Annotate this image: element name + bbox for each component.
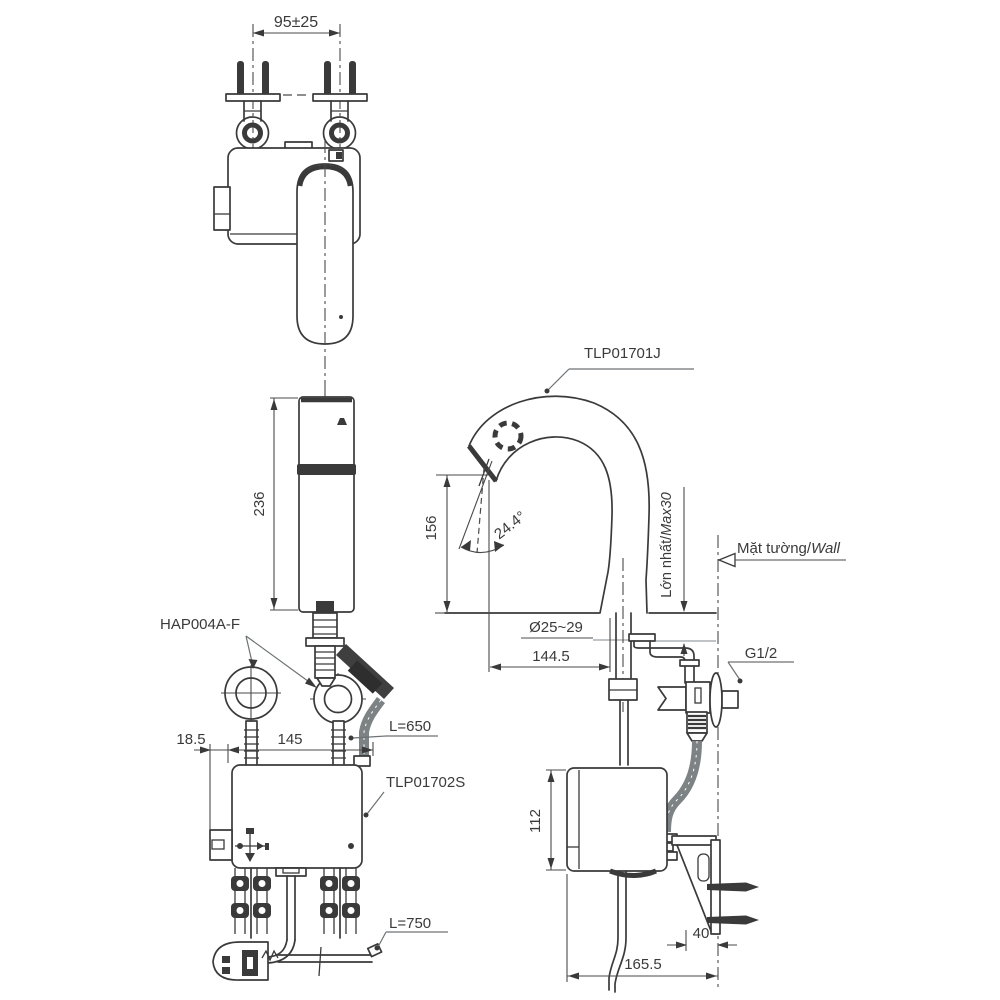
spout-gooseneck-side [467, 395, 651, 614]
dim-reach-label: 144.5 [532, 648, 570, 665]
supply-hose-650 [336, 644, 394, 767]
dim-depth-label: 165.5 [624, 956, 662, 973]
wall-label: Mặt tường/Wall [737, 540, 841, 557]
stud-nut [320, 868, 338, 934]
wall-label-vi: Mặt tường/ [737, 540, 812, 557]
stud-nut [342, 868, 360, 934]
g12-nipple [721, 690, 739, 709]
supply-pipe [628, 633, 700, 684]
top-view: 95±25 [213, 14, 368, 390]
mounting-bolt-right [312, 61, 368, 150]
power-cord-plug [212, 875, 383, 981]
stud-nut [253, 868, 271, 934]
shank-connector [316, 601, 334, 612]
stud-nut [231, 868, 249, 934]
dimension-reach: 144.5 [488, 480, 611, 672]
label-hose-length: L=650 [348, 718, 438, 741]
sensor-window [492, 420, 524, 452]
wall-label-en: Wall [811, 540, 841, 557]
indicator-dot [348, 843, 354, 849]
controller-part-label: TLP01702S [386, 774, 465, 791]
dimension-offset-and-width: 18.5 145 [176, 731, 374, 830]
dimension-box-height: 112 [527, 769, 566, 871]
dim-height-label: 236 [251, 491, 268, 516]
spout-part-label: TLP01701J [584, 345, 661, 362]
mounting-bolt-left [225, 61, 281, 150]
bracket-screw [707, 915, 759, 925]
adjust-valve-symbol [235, 828, 269, 862]
front-view: 236 [160, 390, 465, 981]
dim-bracket-depth-label: 40 [693, 925, 710, 942]
side-tab [213, 186, 231, 231]
cord-length-label: L=750 [389, 915, 431, 932]
sensor-mark [337, 418, 347, 425]
label-washer-part: HAP004A-F [160, 616, 317, 688]
dim-height-side-label: 156 [423, 515, 440, 540]
label-cord-length: L=750 [374, 915, 448, 951]
power-cord-side [608, 870, 627, 993]
faucet-shank-front [305, 612, 345, 687]
label-spout-part: TLP01701J [544, 345, 694, 394]
dim-bolt-spacing-label: 95±25 [274, 14, 318, 31]
bracket-slot [697, 853, 710, 882]
dim-hole-label: Ø25~29 [529, 619, 583, 636]
dimension-bracket-depth: 40 [667, 925, 737, 951]
dim-width-label: 145 [277, 731, 302, 748]
thread-label: G1/2 [745, 645, 778, 662]
label-thread: G1/2 [727, 645, 794, 684]
controller-side-tab [209, 829, 233, 861]
dimension-height-156: 156 [423, 474, 492, 614]
label-controller-part: TLP01702S [363, 774, 465, 818]
stud-nuts-under-box [231, 867, 360, 939]
strainer [686, 711, 708, 742]
dimension-height-236: 236 [251, 397, 298, 611]
dimension-bolt-spacing: 95±25 [253, 14, 340, 37]
controller-box-front [209, 764, 363, 877]
controller-box-side [566, 767, 668, 878]
max-thickness-en: Max30 [659, 492, 675, 536]
washer-part-label: HAP004A-F [160, 616, 240, 633]
dim-angle-label: 24.4° [491, 508, 529, 543]
max-thickness-label: Lớn nhất/Max30 [659, 492, 675, 597]
wall-valve [657, 672, 739, 742]
spout-seam-band [297, 464, 356, 475]
dim-box-height-label: 112 [527, 809, 544, 833]
dimension-depth: 165.5 [566, 874, 718, 982]
washer-right [310, 673, 366, 725]
max-thickness-vi: Lớn nhất/ [659, 535, 675, 598]
dimension-hole-diameter: Ø25~29 [521, 619, 593, 639]
dim-offset-label: 18.5 [176, 731, 205, 748]
hose-length-label: L=650 [389, 718, 431, 735]
washer-left [221, 665, 281, 721]
bracket-screw [707, 882, 759, 892]
spout-body-front [297, 396, 356, 613]
counter-deck [444, 612, 717, 642]
wall-bracket [671, 835, 759, 935]
label-wall: Mặt tường/Wall [717, 540, 846, 568]
dimension-max-thickness: Lớn nhất/Max30 [659, 487, 688, 656]
side-view: TLP01701J 24.4° 1 [423, 345, 846, 993]
power-plug [212, 941, 269, 981]
faucet-shank-side [608, 558, 638, 766]
